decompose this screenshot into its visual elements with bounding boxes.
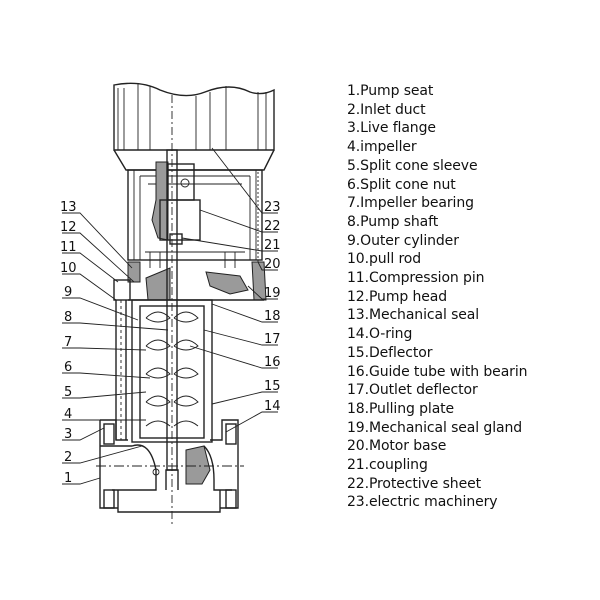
pump-head-drawing [113,261,267,440]
legend-item-7: 7.Impeller bearing [347,195,474,212]
parts-legend: 1.Pump seat 2.Inlet duct 3.Live flange 4… [347,82,527,512]
callout-7: 7 [64,335,72,350]
legend-item-1: 1.Pump seat [347,83,434,99]
legend-item-6: 6.Split cone nut [347,176,456,193]
legend-item-11: 11.Compression pin [347,270,485,287]
callout-6: 6 [64,360,72,375]
callout-1: 1 [64,471,72,486]
callout-23: 23 [264,200,281,215]
callout-19: 19 [264,286,281,301]
callout-2: 2 [64,450,72,465]
callout-17: 17 [264,332,281,347]
legend-item-5: 5.Split cone sleeve [347,157,478,174]
legend-item-21: 21.coupling [347,457,428,474]
callout-14: 14 [264,399,281,414]
pump-shaft-drawing [166,95,178,525]
callout-5: 5 [64,385,72,400]
legend-item-8: 8.Pump shaft [347,213,439,230]
callout-9: 9 [64,285,72,300]
callout-21: 21 [264,238,281,253]
legend-item-16: 16.Guide tube with bearin [347,363,528,380]
legend-item-23: 23.electric machinery [347,494,498,511]
callout-11: 11 [60,240,77,255]
legend-item-9: 9.Outer cylinder [347,232,459,249]
legend-item-17: 17.Outlet deflector [347,382,478,399]
legend-item-2: 2.Inlet duct [347,101,426,118]
legend-item-22: 22.Protective sheet [347,475,481,492]
legend-item-3: 3.Live flange [347,120,436,137]
electric-machinery-drawing [113,82,275,171]
legend-item-15: 15.Deflector [347,344,433,361]
callout-3: 3 [64,427,72,442]
callout-8: 8 [64,310,72,325]
callout-12: 12 [60,220,77,235]
left-callout-numbers: 13 12 11 10 9 8 7 6 5 4 3 2 1 [60,200,77,486]
legend-item-20: 20.Motor base [347,438,447,455]
callout-18: 18 [264,309,281,324]
callout-15: 15 [264,379,281,394]
left-leader-lines [62,212,169,485]
legend-item-12: 12.Pump head [347,288,448,305]
callout-16: 16 [264,355,281,370]
callout-10: 10 [60,261,77,276]
callout-4: 4 [64,407,72,422]
legend-item-19: 19.Mechanical seal gland [347,419,523,436]
right-leader-lines [181,147,278,433]
legend-item-13: 13.Mechanical seal [347,307,480,324]
motor-base-drawing [127,161,263,300]
legend-item-14: 14.O-ring [347,326,413,343]
right-callout-numbers: 23 22 21 20 19 18 17 16 15 14 [264,200,281,414]
legend-item-4: 4.impeller [347,139,417,156]
legend-item-18: 18.Pulling plate [347,400,455,417]
callout-22: 22 [264,219,281,234]
callout-13: 13 [60,200,77,215]
legend-item-10: 10.pull rod [347,251,422,268]
pump-seat-drawing [96,419,244,513]
callout-20: 20 [264,257,281,272]
